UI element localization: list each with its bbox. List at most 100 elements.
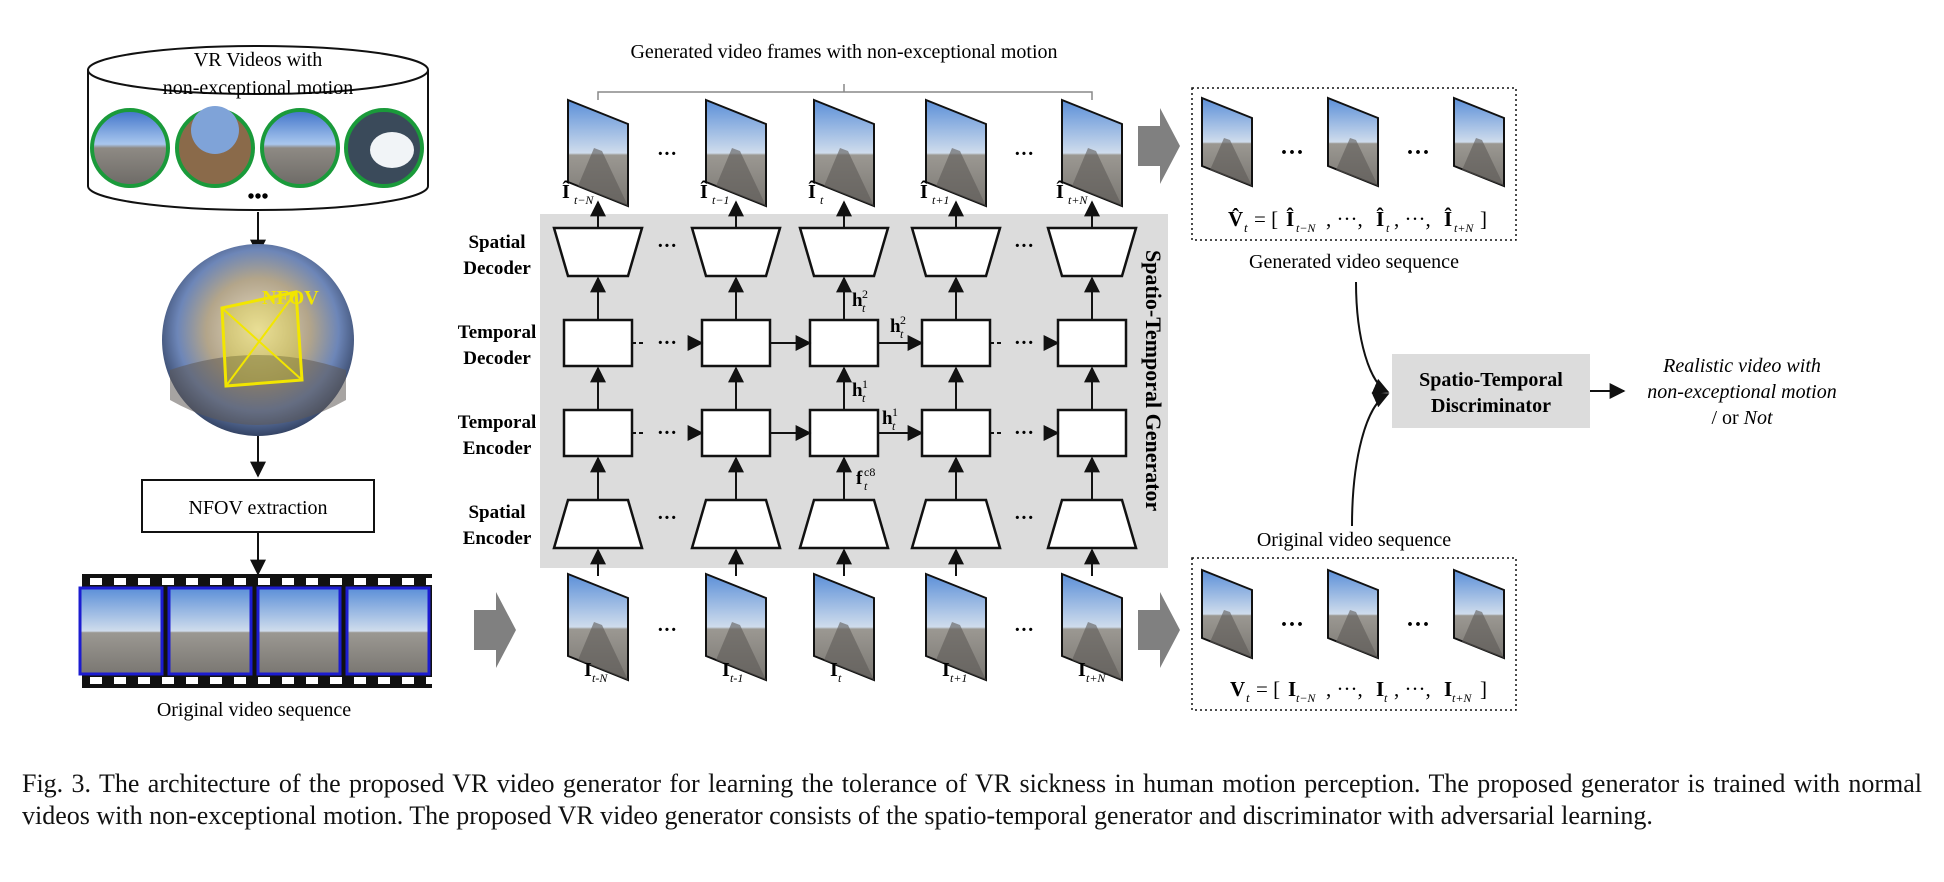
discriminator-box: Spatio-Temporal Discriminator: [1392, 354, 1590, 428]
temporal-decoder-block: [808, 318, 880, 368]
film-sprocket: [114, 578, 126, 585]
svg-text:, ···,: , ···,: [1394, 207, 1431, 231]
dataset-title-line1: VR Videos with: [194, 49, 322, 71]
output-frame-label: Î: [808, 179, 816, 203]
output-frame-label: Î: [700, 179, 708, 203]
svg-text:I: I: [1444, 677, 1452, 701]
vr-thumbnail: [260, 108, 340, 188]
vr-thumbnail: [344, 108, 424, 188]
temporal-encoder-block: [562, 408, 634, 458]
input-frame-label: I: [722, 659, 730, 681]
film-sprocket: [378, 578, 390, 585]
svg-text:t: t: [900, 327, 904, 341]
spatial-encoder-block: [910, 498, 1002, 550]
ellipsis: ···: [657, 143, 677, 165]
film-strip: [78, 574, 438, 688]
temporal-decoder-block: [562, 318, 634, 368]
film-sprocket: [114, 677, 126, 684]
svg-text:2: 2: [862, 287, 868, 301]
input-frame: [925, 573, 987, 681]
ellipsis: ···: [657, 332, 677, 354]
input-frame-label: I: [830, 659, 838, 681]
temporal-encoder-block: [808, 408, 880, 458]
svg-text:c8: c8: [864, 465, 875, 479]
film-sprocket: [210, 677, 222, 684]
svg-text:t-N: t-N: [592, 671, 608, 685]
svg-text:1: 1: [862, 377, 868, 391]
spatial-encoder-block: [690, 498, 782, 550]
original-sequence-box: ··· ··· V t = [ I t−N , ···, I t , ···, …: [1191, 557, 1517, 711]
svg-text:t−1: t−1: [712, 193, 729, 207]
svg-text:= [: = [: [1256, 677, 1280, 701]
film-sprocket: [186, 677, 198, 684]
spatial-decoder-block: [690, 226, 782, 278]
temporal-decoder-block: [1056, 318, 1128, 368]
input-frame: [705, 573, 767, 681]
film-sprocket: [90, 677, 102, 684]
nfov-sphere: NFOV: [162, 244, 354, 436]
vr-thumbnail: [90, 108, 170, 188]
ellipsis: ···: [1280, 140, 1304, 166]
ellipsis: ···: [1280, 612, 1304, 638]
svg-text:, ···,: , ···,: [1326, 207, 1363, 231]
film-sprocket: [282, 578, 294, 585]
film-sprocket: [402, 578, 414, 585]
svg-text:t+1: t+1: [932, 193, 949, 207]
generator-title: Spatio-Temporal Generator: [1141, 250, 1166, 512]
ellipsis: ···: [657, 507, 677, 529]
film-sprocket: [330, 578, 342, 585]
nfov-extraction-label: NFOV extraction: [188, 497, 327, 519]
svg-text:non-exceptional motion: non-exceptional motion: [1647, 381, 1836, 403]
film-sprocket: [234, 578, 246, 585]
original-sequence-right-label: Original video sequence: [1257, 529, 1451, 551]
svg-text:h: h: [890, 316, 901, 337]
input-frame-label: I: [942, 659, 950, 681]
discriminator-line1: Spatio-Temporal: [1419, 369, 1563, 391]
output-frame: [705, 99, 767, 207]
input-frame-label: I: [1078, 659, 1086, 681]
hidden-label-h2-horizontal: h t 2: [890, 313, 906, 341]
svg-text:/ or Not: / or Not: [1711, 407, 1773, 429]
svg-text:, ···,: , ···,: [1326, 677, 1363, 701]
ellipsis: ···: [1014, 422, 1034, 444]
nfov-label: NFOV: [262, 287, 319, 309]
svg-text:Encoder: Encoder: [463, 528, 532, 549]
film-sprocket: [186, 578, 198, 585]
ellipsis: ···: [1406, 140, 1430, 166]
ellipsis: ···: [657, 422, 677, 444]
spatial-decoder-block: [798, 226, 890, 278]
film-sprocket: [162, 677, 174, 684]
svg-text:Î: Î: [1376, 207, 1384, 231]
dataset-ellipsis: •••: [247, 186, 268, 208]
top-brace: [597, 84, 1093, 100]
spatial-encoder-block: [552, 498, 644, 550]
film-sprocket: [402, 677, 414, 684]
film-sprocket: [354, 578, 366, 585]
svg-text:t−N: t−N: [1296, 221, 1316, 235]
svg-text:t+N: t+N: [1086, 671, 1106, 685]
film-sprocket: [258, 578, 270, 585]
svg-text:Spatial: Spatial: [468, 232, 525, 253]
spatial-encoder-block: [798, 498, 890, 550]
film-sprocket: [426, 677, 438, 684]
input-frame: [567, 573, 629, 681]
film-frame: [78, 586, 164, 676]
nfov-extraction-box: NFOV extraction: [141, 479, 375, 533]
svg-text:t: t: [862, 301, 866, 315]
svg-text:Î: Î: [1444, 207, 1452, 231]
generated-sequence-box: ··· ··· V̂ t = [ Î t−N , ···, Î t , ···,…: [1191, 87, 1517, 241]
spatial-decoder-block: [552, 226, 644, 278]
input-frame-label: I: [584, 659, 592, 681]
svg-text:h: h: [852, 290, 863, 311]
output-frame: [1061, 99, 1123, 207]
feature-label-f: f t c8: [856, 465, 875, 493]
input-frame: [1061, 573, 1123, 681]
hidden-label-h1-vertical: h t 1: [852, 377, 868, 405]
flow-arrow: [1138, 108, 1180, 184]
original-sequence-left-label: Original video sequence: [157, 699, 351, 721]
ellipsis: ···: [1014, 235, 1034, 257]
hidden-label-h2-vertical: h t 2: [852, 287, 868, 315]
